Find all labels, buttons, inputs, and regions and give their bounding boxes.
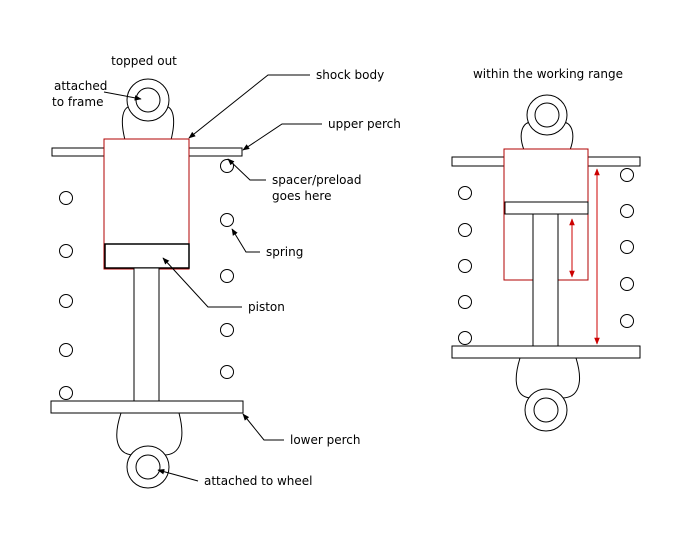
leader-spacer xyxy=(227,158,266,181)
right-shaft xyxy=(532,213,559,347)
label-attached-wheel: attached to wheel xyxy=(204,474,313,488)
left-spring-coils xyxy=(59,159,234,400)
left-title: topped out xyxy=(111,54,177,68)
leader-attached-wheel xyxy=(157,468,199,482)
left-bottom-mount xyxy=(116,412,183,489)
leader-attached-frame xyxy=(103,91,142,101)
label-piston: piston xyxy=(248,300,285,314)
label-shock-body: shock body xyxy=(316,68,384,82)
leader-lower-perch xyxy=(242,413,284,441)
leader-upper-perch xyxy=(242,123,322,151)
left-lower-perch xyxy=(50,400,244,414)
right-top-mount xyxy=(520,94,574,151)
label-upper-perch: upper perch xyxy=(328,117,401,131)
left-piston xyxy=(104,243,190,269)
leader-spring xyxy=(231,228,260,253)
left-top-mount xyxy=(121,78,175,141)
right-lower-perch xyxy=(451,345,641,359)
left-shock xyxy=(50,78,244,489)
label-attached-frame-2: to frame xyxy=(52,95,103,109)
label-spacer-1: spacer/preload xyxy=(272,173,362,187)
label-lower-perch: lower perch xyxy=(290,433,361,447)
right-spring-coils xyxy=(458,168,634,345)
label-spacer-2: goes here xyxy=(272,189,331,203)
right-title: within the working range xyxy=(473,67,623,81)
label-spring: spring xyxy=(266,245,303,259)
leader-piston xyxy=(162,257,242,308)
label-attached-frame-1: attached xyxy=(54,79,107,93)
right-piston xyxy=(504,201,589,215)
leader-shock-body xyxy=(188,74,310,139)
right-bottom-mount xyxy=(515,357,580,432)
right-shock xyxy=(451,94,641,432)
left-shaft xyxy=(133,267,160,402)
